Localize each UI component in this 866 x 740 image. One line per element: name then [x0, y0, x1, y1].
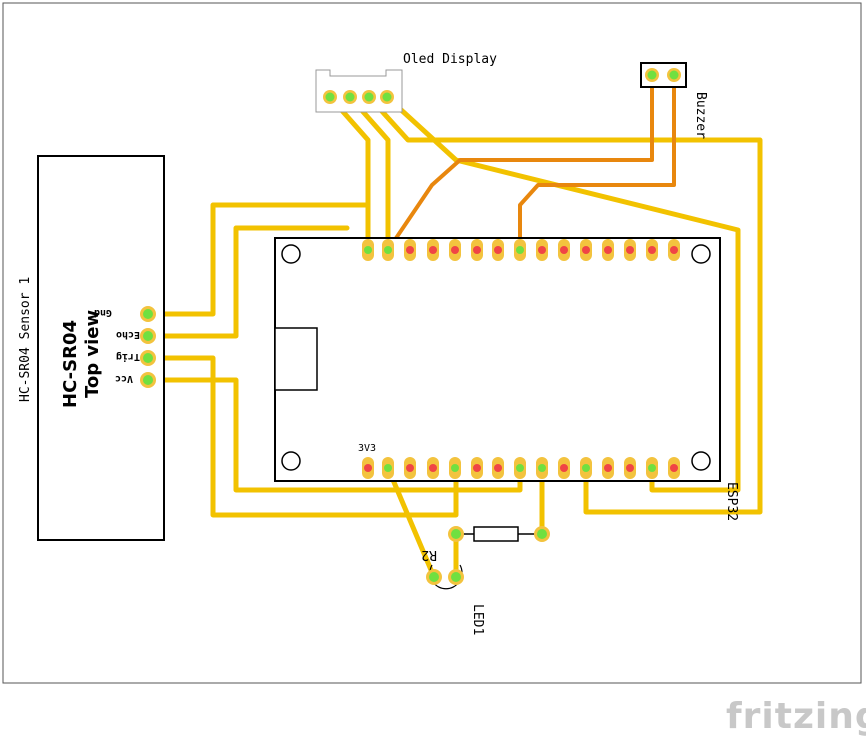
esp32-label: ESP32	[724, 482, 739, 521]
esp32-top-pad	[624, 239, 636, 261]
esp32-bottom-pad	[449, 457, 461, 479]
resistor-label: R2	[421, 547, 437, 562]
esp32-board: 3V3 ESP32	[274, 237, 739, 521]
traces	[145, 73, 763, 580]
esp32-bottom-pad	[558, 457, 570, 479]
led-pad	[426, 569, 442, 585]
fritzing-logo: fritzing	[726, 696, 866, 737]
esp32-top-pad	[514, 239, 526, 261]
esp32-bottom-pad	[514, 457, 526, 479]
mount-hole-br	[691, 451, 711, 471]
sensor-pad	[140, 372, 156, 388]
esp32-top-pad	[427, 239, 439, 261]
resistor-r2: R2	[421, 526, 542, 562]
resistor-pad	[448, 526, 464, 542]
sensor-pin-trig: Trig	[116, 351, 140, 363]
trace-led-anode	[385, 465, 437, 580]
trace-buzzer-2	[518, 73, 676, 252]
esp32-bottom-pad	[492, 457, 504, 479]
esp32-outline	[274, 237, 721, 482]
esp32-top-pad	[602, 239, 614, 261]
sensor-pin-echo: Echo	[116, 329, 140, 340]
sensor-model: HC-SR04	[60, 320, 81, 408]
sensor-outline	[37, 155, 165, 541]
sensor-title: HC-SR04 Sensor 1	[18, 277, 33, 402]
mount-hole-tr	[691, 244, 711, 264]
sensor-pad	[140, 306, 156, 322]
esp32-bottom-pad	[624, 457, 636, 479]
esp32-top-pad	[558, 239, 570, 261]
oled-pad	[362, 90, 376, 104]
oled-pad	[323, 90, 337, 104]
trace-oled-4	[384, 94, 741, 493]
esp32-top-pad	[536, 239, 548, 261]
oled-pad	[343, 90, 357, 104]
esp32-top-pad	[471, 239, 483, 261]
buzzer-pad	[645, 68, 659, 82]
usb-connector	[274, 327, 318, 391]
esp32-top-pad	[404, 239, 416, 261]
sensor-pin-vcc: Vcc	[115, 373, 133, 384]
esp32-top-pad	[449, 239, 461, 261]
mount-hole-bl	[281, 451, 301, 471]
trace-oled-3	[366, 94, 763, 515]
esp32-bottom-pad	[580, 457, 592, 479]
led-label: LED1	[470, 604, 485, 635]
esp32-bottom-pad	[382, 457, 394, 479]
led-pad	[448, 569, 464, 585]
trace-trig	[145, 355, 459, 518]
sensor-pin-gnd: Gnd	[94, 307, 112, 318]
oled-label: Oled Display	[403, 52, 497, 67]
trace-buzzer-1	[386, 73, 654, 252]
esp32-top-pad	[382, 239, 394, 261]
esp32-bottom-pad	[536, 457, 548, 479]
trace-vcc	[145, 377, 523, 493]
sensor-pad	[140, 328, 156, 344]
hc-sr04-sensor: HC-SR04 Sensor 1 HC-SR04 Top view Gnd Ec…	[18, 155, 165, 541]
esp32-bottom-pad	[362, 457, 374, 479]
esp32-bottom-pad	[602, 457, 614, 479]
buzzer-pad	[667, 68, 681, 82]
esp32-bottom-pad	[427, 457, 439, 479]
oled-connector: Oled Display	[315, 52, 497, 113]
esp32-top-pad	[580, 239, 592, 261]
esp32-top-pad	[668, 239, 680, 261]
mount-hole-tl	[281, 244, 301, 264]
pin-3v3-label: 3V3	[358, 443, 376, 454]
esp32-bottom-pad	[471, 457, 483, 479]
esp32-bottom-pad	[646, 457, 658, 479]
esp32-bottom-pad	[404, 457, 416, 479]
sensor-pad	[140, 350, 156, 366]
oled-pad	[380, 90, 394, 104]
esp32-top-pad	[646, 239, 658, 261]
esp32-top-pad	[362, 239, 374, 261]
trace-echo	[145, 225, 350, 339]
resistor-pad	[534, 526, 550, 542]
pads	[140, 68, 681, 585]
sensor-view: Top view	[82, 310, 103, 398]
buzzer-label: Buzzer	[693, 92, 708, 139]
esp32-top-pad	[492, 239, 504, 261]
esp32-bottom-pad	[668, 457, 680, 479]
